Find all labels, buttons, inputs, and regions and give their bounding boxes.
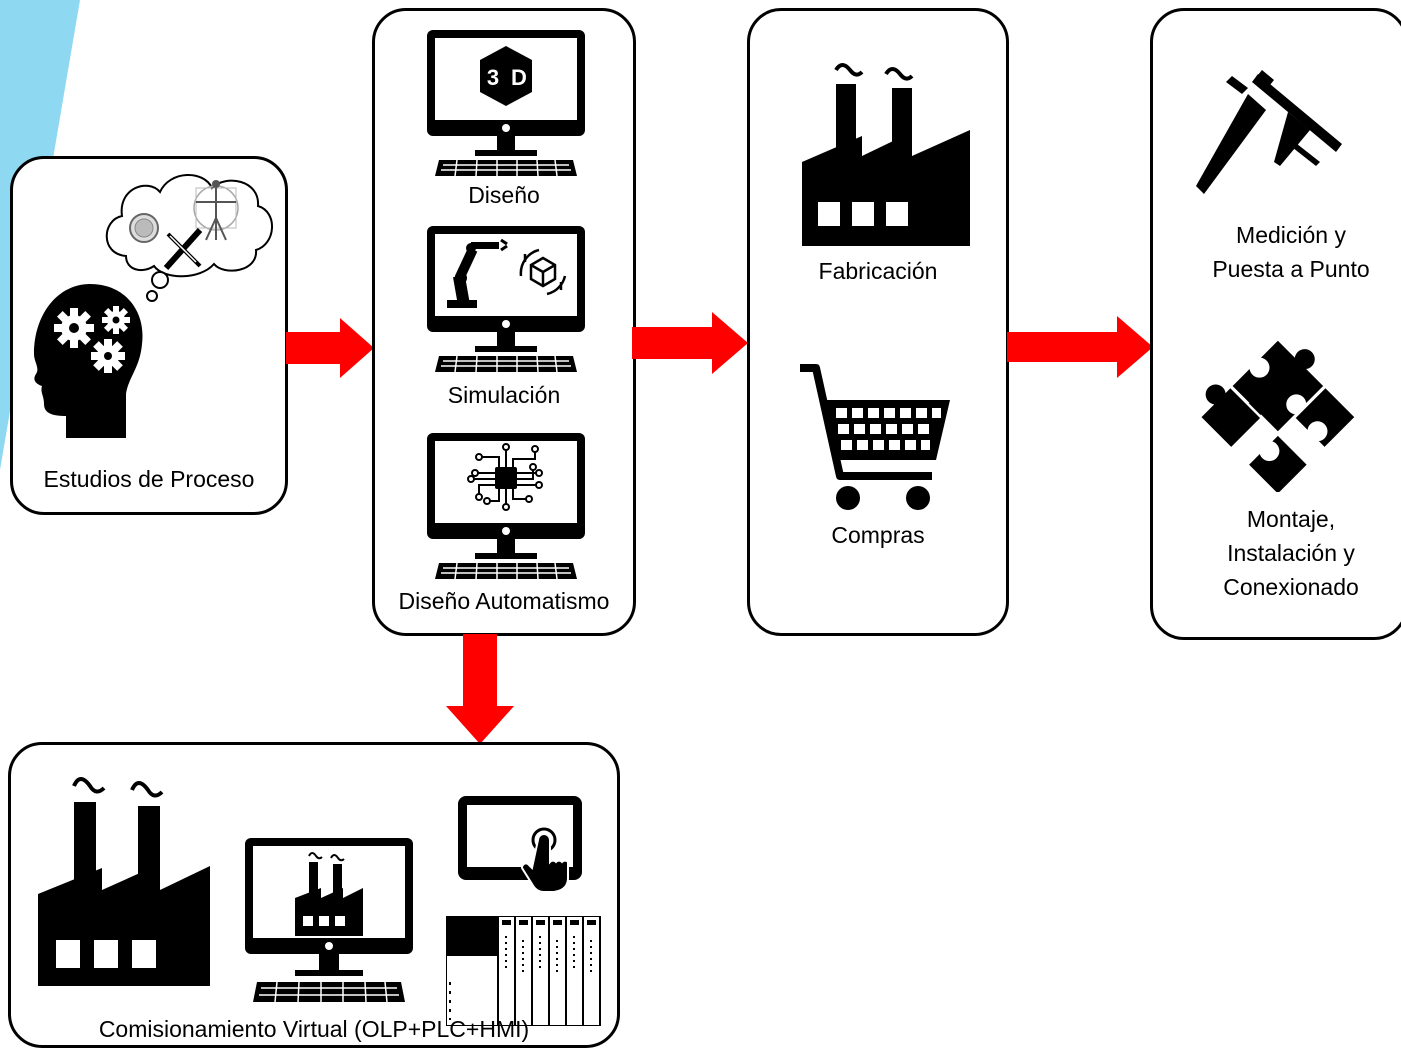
svg-text:3: 3 (487, 65, 499, 90)
diseno-automatismo-label: Diseño Automatismo (398, 588, 610, 614)
medicion-label-line-2: Puesta a Punto (1212, 256, 1370, 282)
diseno-label: Diseño (468, 182, 540, 208)
thought-cloud-icon (105, 174, 273, 302)
svg-text:D: D (511, 65, 527, 90)
plc-icon (446, 916, 601, 1026)
arrow-ingenieria-to-comisionamiento (446, 634, 514, 744)
compras-label: Compras (831, 522, 925, 548)
medicion-label-line-1: Medición y (1236, 222, 1346, 248)
montaje-label-line-2: Instalación y (1227, 540, 1355, 566)
arrow-produccion-to-instalacion (1007, 316, 1153, 378)
montaje-label-line-1: Montaje, (1246, 506, 1336, 532)
instalacion-box (1150, 8, 1401, 640)
produccion-box (747, 8, 1009, 636)
monitor-robot-icon (427, 226, 585, 372)
factory-icon (38, 777, 210, 986)
shopping-cart-icon (800, 364, 950, 510)
head-gears-icon (34, 284, 143, 438)
factory-icon (802, 63, 970, 246)
simulacion-label: Simulación (447, 382, 561, 408)
estudios-label: Estudios de Proceso (43, 466, 255, 492)
arrow-ingenieria-to-produccion (632, 312, 748, 374)
fabricacion-label: Fabricación (818, 258, 938, 284)
monitor-3d-icon: 3 D (427, 30, 585, 176)
comisionamiento-label: Comisionamiento Virtual (OLP+PLC+HMI) (98, 1016, 530, 1042)
caliper-icon (1196, 70, 1342, 194)
puzzle-icon (1201, 340, 1355, 492)
monitor-circuit-icon (427, 433, 585, 579)
arrow-estudios-to-ingenieria (286, 318, 374, 378)
montaje-label-line-3: Conexionado (1223, 574, 1359, 600)
monitor-factory-icon (245, 838, 413, 1002)
touch-tablet-icon (458, 796, 582, 892)
